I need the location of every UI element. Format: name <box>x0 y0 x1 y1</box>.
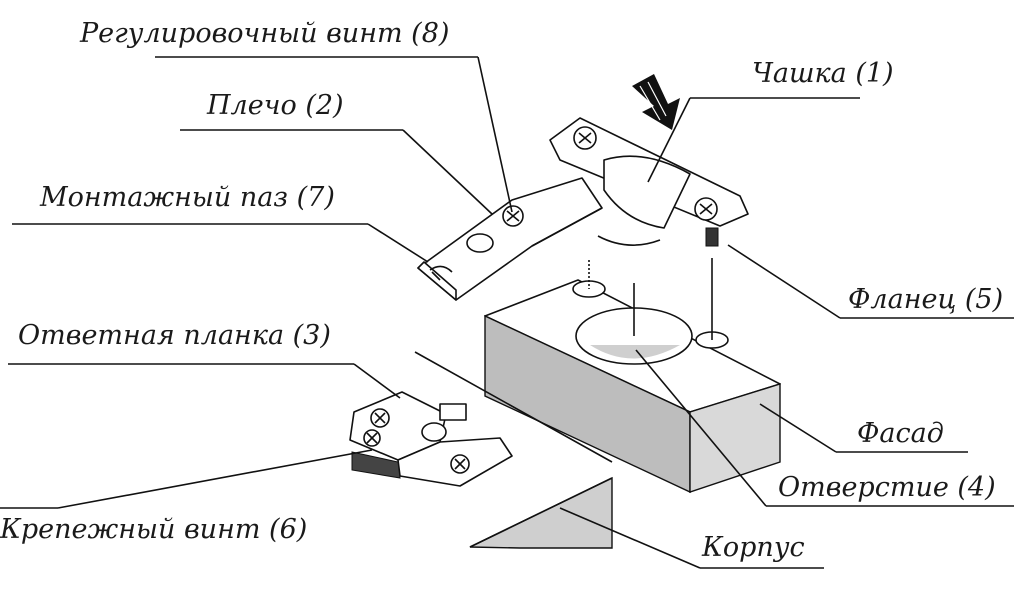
label-facade: Фасад <box>857 418 944 449</box>
label-cabinet: Корпус <box>702 532 805 563</box>
cup-hole <box>572 258 729 365</box>
hinge-cup <box>549 117 749 247</box>
label-arm: Плечо (2) <box>207 90 344 121</box>
press-arrow-icon <box>632 74 680 130</box>
label-hole: Отверстие (4) <box>778 472 996 503</box>
label-mounting-slot: Монтажный паз (7) <box>40 182 335 213</box>
label-flange: Фланец (5) <box>848 284 1004 315</box>
leader-lines <box>0 56 1014 569</box>
mounting-plate <box>349 391 513 487</box>
label-adjusting-screw: Регулировочный винт (8) <box>80 18 450 49</box>
cabinet-panel <box>414 351 613 549</box>
label-fixing-screw: Крепежный винт (6) <box>0 514 308 545</box>
hinge-arm <box>417 177 603 301</box>
label-mounting-plate: Ответная планка (3) <box>18 320 331 351</box>
label-cup: Чашка (1) <box>752 58 894 89</box>
